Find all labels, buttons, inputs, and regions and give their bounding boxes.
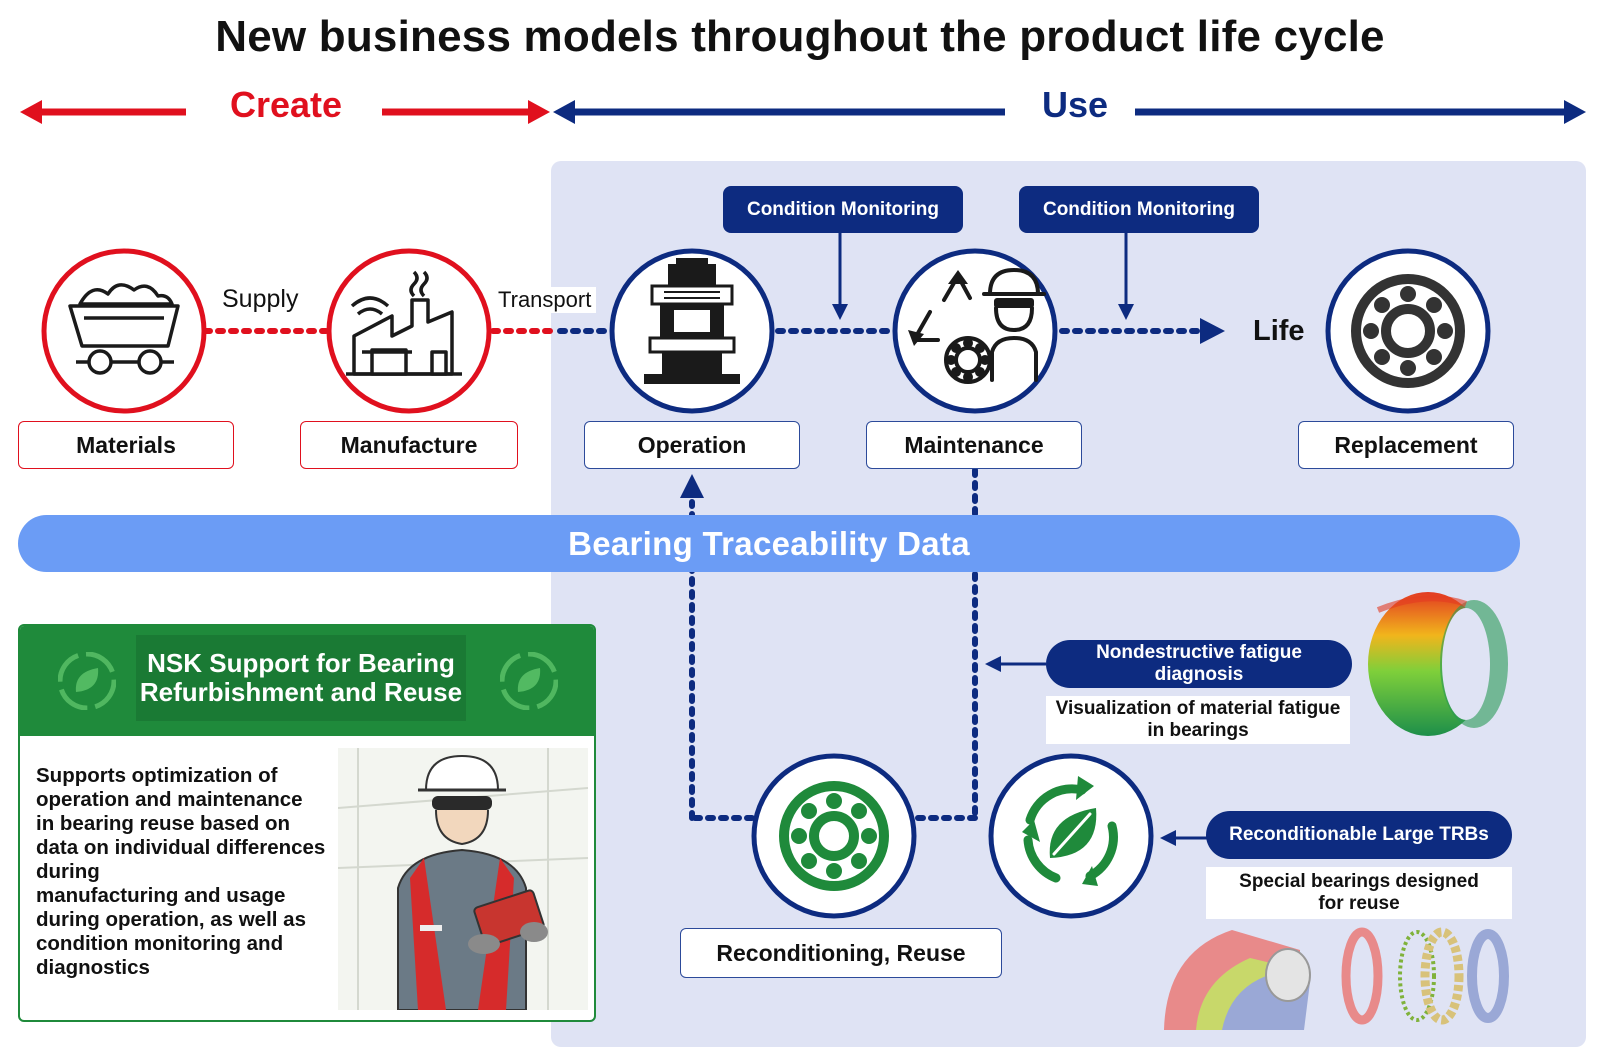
- use-phase-label: Use: [1041, 84, 1109, 125]
- condition-monitoring-tag-2: Condition Monitoring: [1019, 186, 1259, 233]
- mining-cart-icon: [68, 283, 180, 375]
- nsk-support-card: NSK Support for Bearing Refurbishment an…: [18, 624, 596, 1022]
- materials-label: Materials: [18, 421, 234, 469]
- steel-mill-machine-icon: [644, 258, 740, 384]
- operation-circle: [609, 248, 775, 414]
- maintenance-circle: [892, 248, 1058, 414]
- create-phase-arrow: [20, 100, 550, 124]
- cm-arrow-2: [1118, 232, 1134, 320]
- materials-circle: [41, 248, 207, 414]
- factory-icon: [346, 270, 462, 376]
- maintenance-label: Maintenance: [866, 421, 1082, 469]
- nsk-support-description: Supports optimization of operation and m…: [36, 764, 326, 979]
- trbs-arrow: [1160, 830, 1208, 846]
- operation-label: Operation: [584, 421, 800, 469]
- recycle-leaf-icon: [500, 652, 558, 710]
- manufacture-label: Manufacture: [300, 421, 518, 469]
- life-label: Life: [1253, 315, 1305, 347]
- condition-monitoring-tag-1: Condition Monitoring: [723, 186, 963, 233]
- create-phase-label: Create: [229, 84, 343, 125]
- recycle-leaf-icon: [1022, 776, 1118, 886]
- maintenance-life-connector: [1059, 318, 1225, 344]
- supply-label: Supply: [222, 285, 299, 313]
- use-phase-arrow: [553, 100, 1586, 124]
- tapered-roller-bearing-parts-icon: [1164, 927, 1509, 1030]
- green-bearing-icon: [779, 781, 889, 891]
- page-title: New business models throughout the produ…: [215, 12, 1385, 61]
- fatigue-heatmap-ring-icon: [1368, 592, 1508, 736]
- recondition-circle: [751, 753, 917, 919]
- replacement-circle: [1325, 248, 1491, 414]
- special-bearings-note: Special bearings designed for reuse: [1206, 867, 1512, 919]
- cm-arrow-1: [832, 232, 848, 320]
- bearing-traceability-bar: Bearing Traceability Data: [18, 515, 1520, 572]
- maintenance-worker-icon: [908, 268, 1046, 384]
- recondition-label: Reconditioning, Reuse: [680, 928, 1002, 978]
- bearing-icon: [1351, 274, 1465, 388]
- reconditionable-trbs-pill: Reconditionable Large TRBs: [1206, 811, 1512, 859]
- nondestructive-diagnosis-pill: Nondestructive fatigue diagnosis: [1046, 640, 1352, 688]
- recycle-leaf-icon: [58, 652, 116, 710]
- nondestructive-arrow: [985, 656, 1046, 672]
- recycle-circle: [988, 753, 1154, 919]
- worker-with-tablet-illustration: [337, 748, 589, 1011]
- replacement-label: Replacement: [1298, 421, 1514, 469]
- nsk-card-header: NSK Support for Bearing Refurbishment an…: [20, 626, 594, 736]
- transport-label: Transport: [493, 287, 597, 313]
- manufacture-circle: [326, 248, 492, 414]
- nsk-support-title: NSK Support for Bearing Refurbishment an…: [136, 635, 466, 721]
- fatigue-visualization-note: Visualization of material fatigue in bea…: [1046, 696, 1350, 744]
